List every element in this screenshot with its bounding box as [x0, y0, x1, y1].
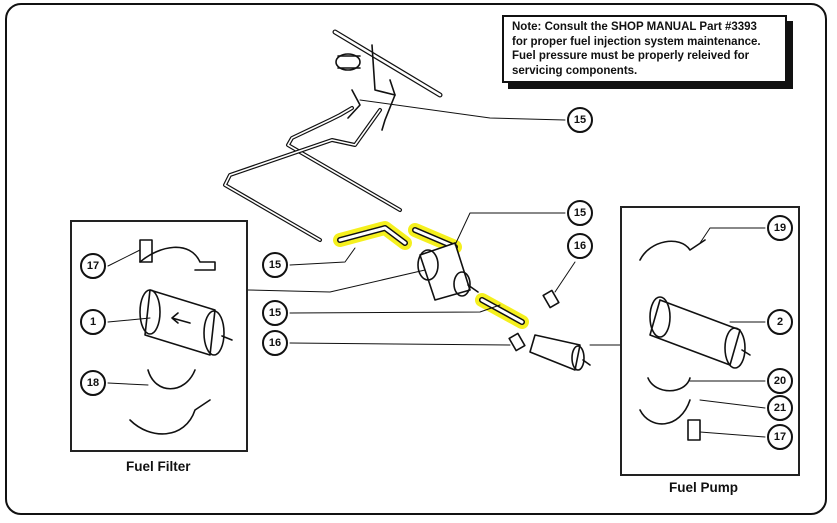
diagram-frame: [5, 3, 827, 515]
fuel-rail: [332, 29, 443, 98]
callout-pump-upper-bracket: 19: [767, 215, 793, 241]
note-line-3: Fuel pressure must be properly releived …: [512, 50, 750, 62]
fuel-pump-caption: Fuel Pump: [669, 480, 739, 495]
filter-illustration: [129, 239, 233, 435]
note-line-4: servicing components.: [512, 64, 638, 77]
callout-upper-right-hose: 15: [567, 200, 593, 226]
fuel-lines: [223, 79, 402, 242]
note-line-2: for proper fuel injection system mainten…: [512, 35, 761, 48]
callout-left-hose: 15: [262, 252, 288, 278]
callout-pump-body: 2: [767, 309, 793, 335]
fuel-filter-caption: Fuel Filter: [126, 459, 191, 474]
center-filter: [417, 242, 479, 301]
callout-pump-sender: 17: [767, 424, 793, 450]
callout-filter-body: 1: [80, 309, 106, 335]
callout-filter-sender: 17: [80, 253, 106, 279]
callout-top-hose: 15: [567, 107, 593, 133]
note-line-1: Note: Consult the SHOP MANUAL Part #3393: [512, 21, 757, 33]
center-pump: [529, 334, 591, 371]
fuel-pump-panel: [620, 206, 800, 476]
callout-pump-lower-bracket: 21: [767, 395, 793, 421]
service-note: Note: Consult the SHOP MANUAL Part #3393…: [502, 15, 787, 83]
fuel-filter-panel: [70, 220, 248, 452]
callout-filter-bracket: 18: [80, 370, 106, 396]
leader-lines: [107, 99, 766, 438]
pump-illustration: [639, 239, 751, 441]
callout-left-fitting: 16: [262, 330, 288, 356]
callout-pump-lower-clamp: 20: [767, 368, 793, 394]
callout-right-fitting: 16: [567, 233, 593, 259]
callout-middle-hose: 15: [262, 300, 288, 326]
